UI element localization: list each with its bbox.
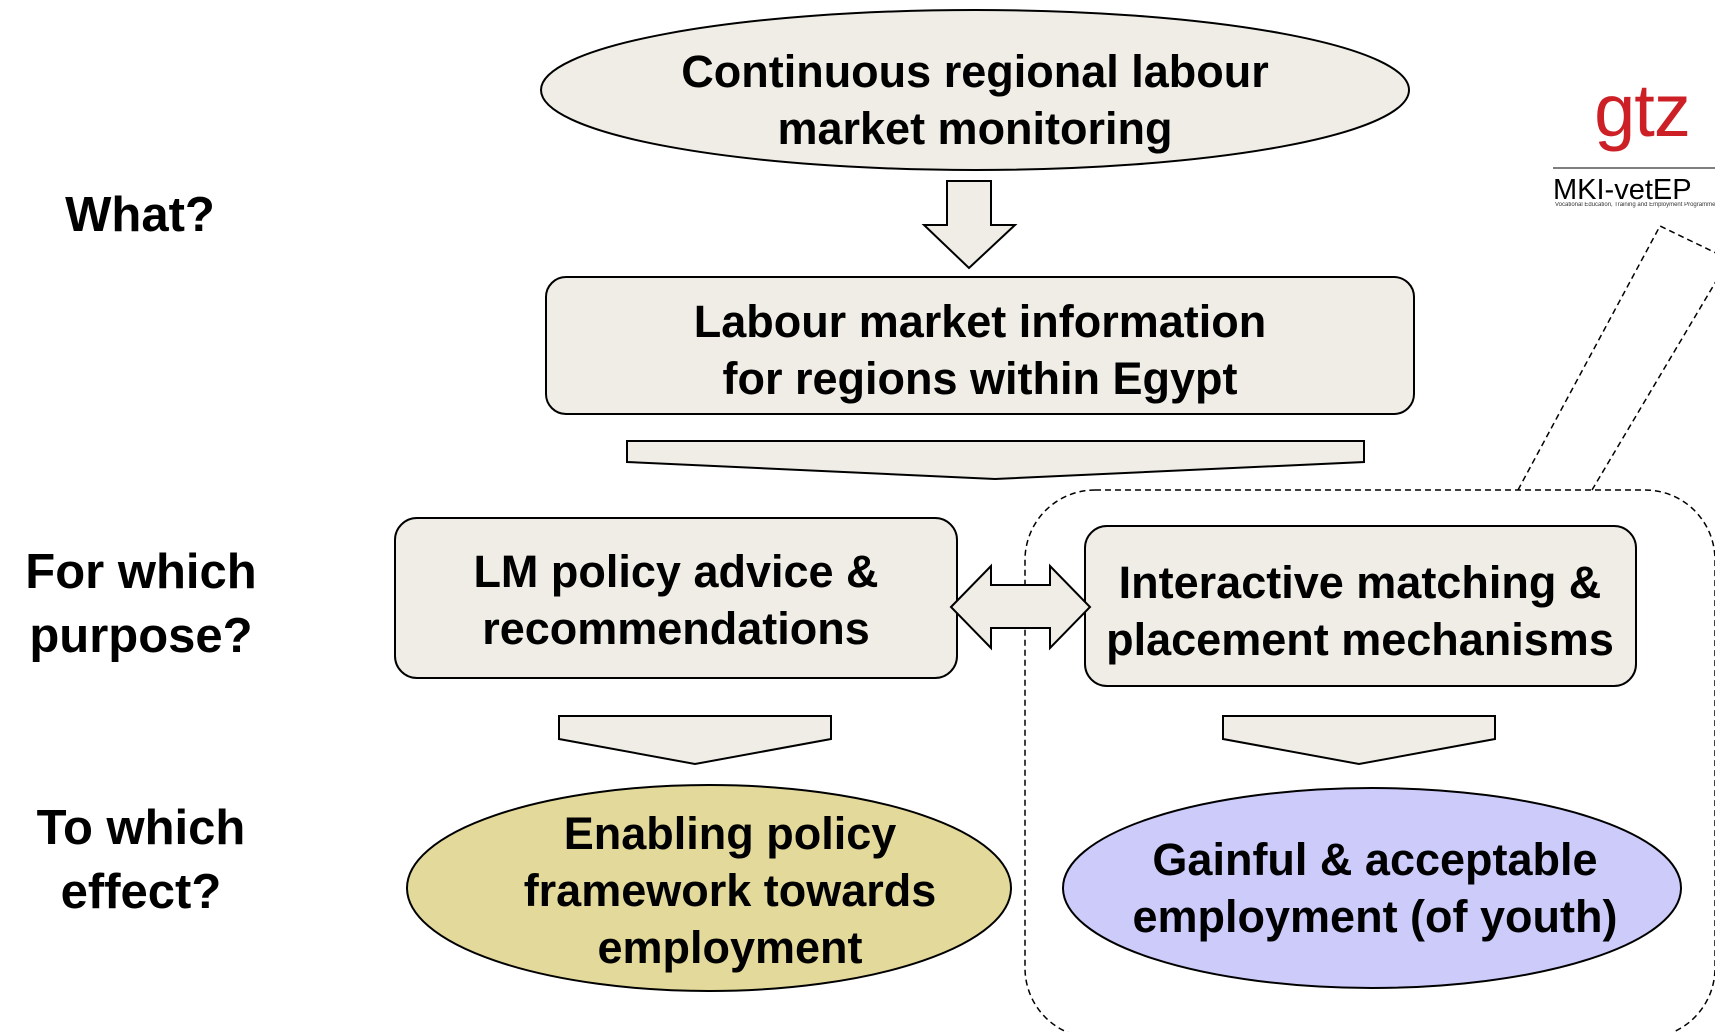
gainful-employment-ellipse — [1062, 787, 1682, 989]
policy-advice-box — [394, 517, 958, 679]
right-chevron-arrow — [1222, 715, 1496, 766]
down-arrow-1 — [921, 180, 1018, 270]
dashed-highlight-region — [1024, 489, 1715, 1032]
matching-box — [1084, 525, 1637, 687]
monitoring-ellipse — [540, 9, 1410, 171]
double-headed-arrow — [949, 563, 1092, 651]
dashed-callout-connector — [1517, 225, 1715, 491]
wide-chevron-arrow — [626, 440, 1365, 481]
enabling-policy-ellipse — [406, 784, 1012, 992]
lm-information-box — [545, 276, 1415, 415]
left-chevron-arrow — [558, 715, 832, 766]
